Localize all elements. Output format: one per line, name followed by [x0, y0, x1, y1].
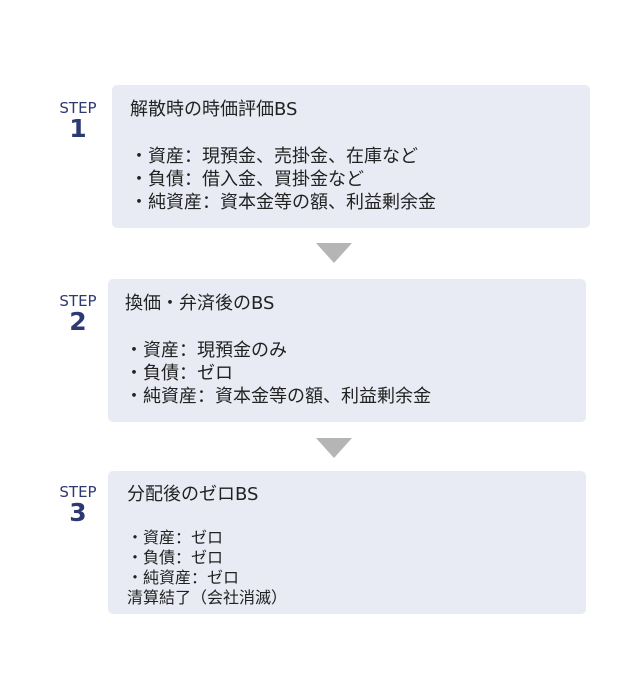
list-item: ・負債：借入金、買掛金など: [130, 169, 364, 190]
step-1-label: STEP 1: [48, 100, 108, 142]
step-number: 2: [69, 307, 87, 336]
step-3-title: 分配後のゼロBS: [127, 484, 259, 505]
step-word: STEP: [59, 99, 97, 117]
list-item: ・資産：ゼロ: [127, 528, 224, 547]
down-arrow-icon: [316, 438, 352, 458]
conclusion-text: 清算結了（会社消滅）: [127, 588, 288, 607]
list-item: ・負債：ゼロ: [127, 548, 224, 567]
step-3-list: ・資産：ゼロ ・負債：ゼロ ・純資産：ゼロ 清算結了（会社消滅）: [127, 528, 287, 608]
list-item: ・資産：現預金、売掛金、在庫など: [130, 146, 418, 167]
list-item: ・純資産：ゼロ: [127, 568, 240, 587]
step-2-box: 換価・弁済後のBS ・資産：現預金のみ ・負債：ゼロ ・純資産：資本金等の額、利…: [108, 279, 586, 422]
step-1-box: 解散時の時価評価BS ・資産：現預金、売掛金、在庫など ・負債：借入金、買掛金な…: [112, 85, 590, 228]
list-item: ・純資産：資本金等の額、利益剰余金: [125, 386, 431, 407]
list-item: ・資産：現預金のみ: [125, 340, 287, 361]
step-2-label: STEP 2: [48, 293, 108, 335]
step-word: STEP: [59, 483, 97, 501]
list-item: ・純資産：資本金等の額、利益剰余金: [130, 192, 436, 213]
down-arrow-icon: [316, 243, 352, 263]
step-3-label: STEP 3: [48, 484, 108, 526]
step-word: STEP: [59, 292, 97, 310]
step-1-title: 解散時の時価評価BS: [130, 99, 298, 120]
step-number: 3: [69, 498, 87, 527]
step-number: 1: [69, 114, 87, 143]
step-3-box: 分配後のゼロBS ・資産：ゼロ ・負債：ゼロ ・純資産：ゼロ 清算結了（会社消滅…: [108, 471, 586, 614]
step-2-list: ・資産：現預金のみ ・負債：ゼロ ・純資産：資本金等の額、利益剰余金: [125, 339, 431, 408]
step-1-list: ・資産：現預金、売掛金、在庫など ・負債：借入金、買掛金など ・純資産：資本金等…: [130, 145, 436, 214]
list-item: ・負債：ゼロ: [125, 363, 233, 384]
step-2-title: 換価・弁済後のBS: [125, 293, 275, 314]
